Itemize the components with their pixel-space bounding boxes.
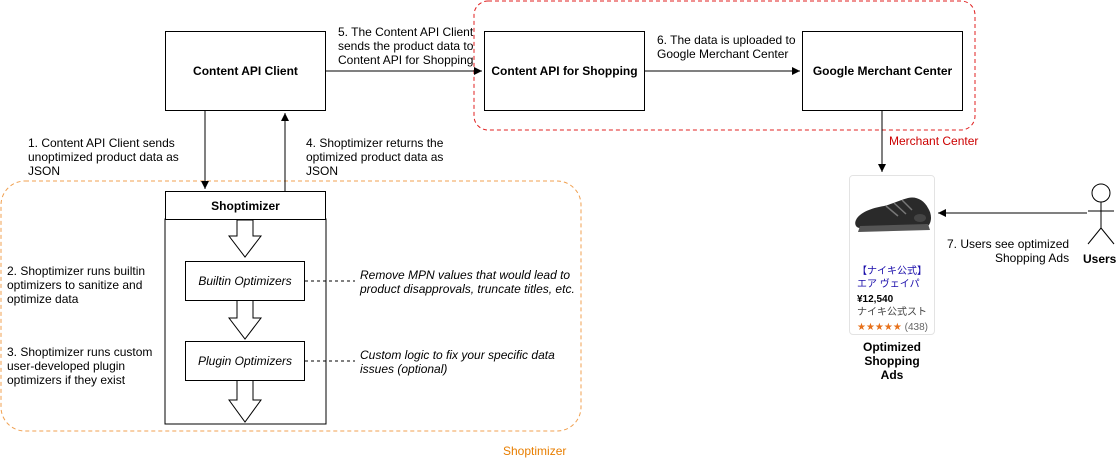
sneaker-image	[850, 176, 934, 246]
ad-price: ¥12,540	[857, 294, 894, 305]
users-label: Users	[1083, 252, 1117, 266]
step7-label: 7. Users see optimized Shopping Ads	[947, 237, 1070, 265]
star-rating-icon: ★★★★★	[857, 322, 902, 333]
flow-arrow-1	[227, 219, 263, 258]
ad-store: ナイキ公式スト	[857, 307, 927, 318]
ad-review-count: (438)	[904, 322, 928, 333]
shopping-ad-card[interactable]: 【ナイキ公式】 エア ヴェイパ ¥12,540 ナイキ公式スト ★★★★★ (4…	[849, 175, 935, 335]
shoptimizer-group	[0, 180, 582, 432]
flow-arrow-3	[228, 379, 262, 423]
shoptimizer-title: Shoptimizer	[165, 191, 326, 220]
builtin-optimizers-note: Remove MPN values that would lead to pro…	[360, 268, 575, 296]
shoptimizer-title-label: Shoptimizer	[211, 198, 280, 213]
shopping-ads-caption: Optimized Shopping Ads	[862, 340, 921, 382]
plugin-optimizers-label: Plugin Optimizers	[197, 354, 293, 368]
step3-label: 3. Shoptimizer runs custom user-develope…	[7, 345, 153, 387]
step4-label: 4. Shoptimizer returns the optimized pro…	[306, 136, 444, 178]
content-api-client-label: Content API Client	[193, 64, 298, 78]
step5-label: 5. The Content API Client sends the prod…	[338, 25, 474, 67]
plugin-optimizers-note: Custom logic to fix your specific data i…	[360, 348, 555, 376]
step6-label: 6. The data is uploaded to Google Mercha…	[657, 33, 796, 61]
builtin-optimizers-node: Builtin Optimizers	[185, 261, 305, 301]
user-icon	[1087, 183, 1115, 245]
content-api-client-node: Content API Client	[165, 31, 326, 111]
merchant-center-group	[473, 0, 976, 131]
ad-rating: ★★★★★ (438)	[857, 322, 928, 334]
plugin-optimizers-node: Plugin Optimizers	[185, 341, 305, 381]
ad-title-line2: エア ヴェイパ	[857, 279, 920, 290]
content-api-shopping-label: Content API for Shopping	[491, 64, 638, 78]
merchant-center-group-label: Merchant Center	[889, 134, 979, 148]
step1-label: 1. Content API Client sends unoptimized …	[28, 136, 179, 178]
ad-title-line1: 【ナイキ公式】	[857, 266, 927, 277]
shoptimizer-group-label: Shoptimizer	[503, 444, 567, 458]
google-merchant-center-node: Google Merchant Center	[802, 31, 963, 111]
content-api-shopping-node: Content API for Shopping	[484, 31, 645, 111]
flow-arrow-2	[227, 297, 263, 340]
builtin-optimizers-label: Builtin Optimizers	[198, 274, 292, 288]
google-merchant-center-label: Google Merchant Center	[812, 64, 953, 78]
step2-label: 2. Shoptimizer runs builtin optimizers t…	[7, 264, 146, 306]
